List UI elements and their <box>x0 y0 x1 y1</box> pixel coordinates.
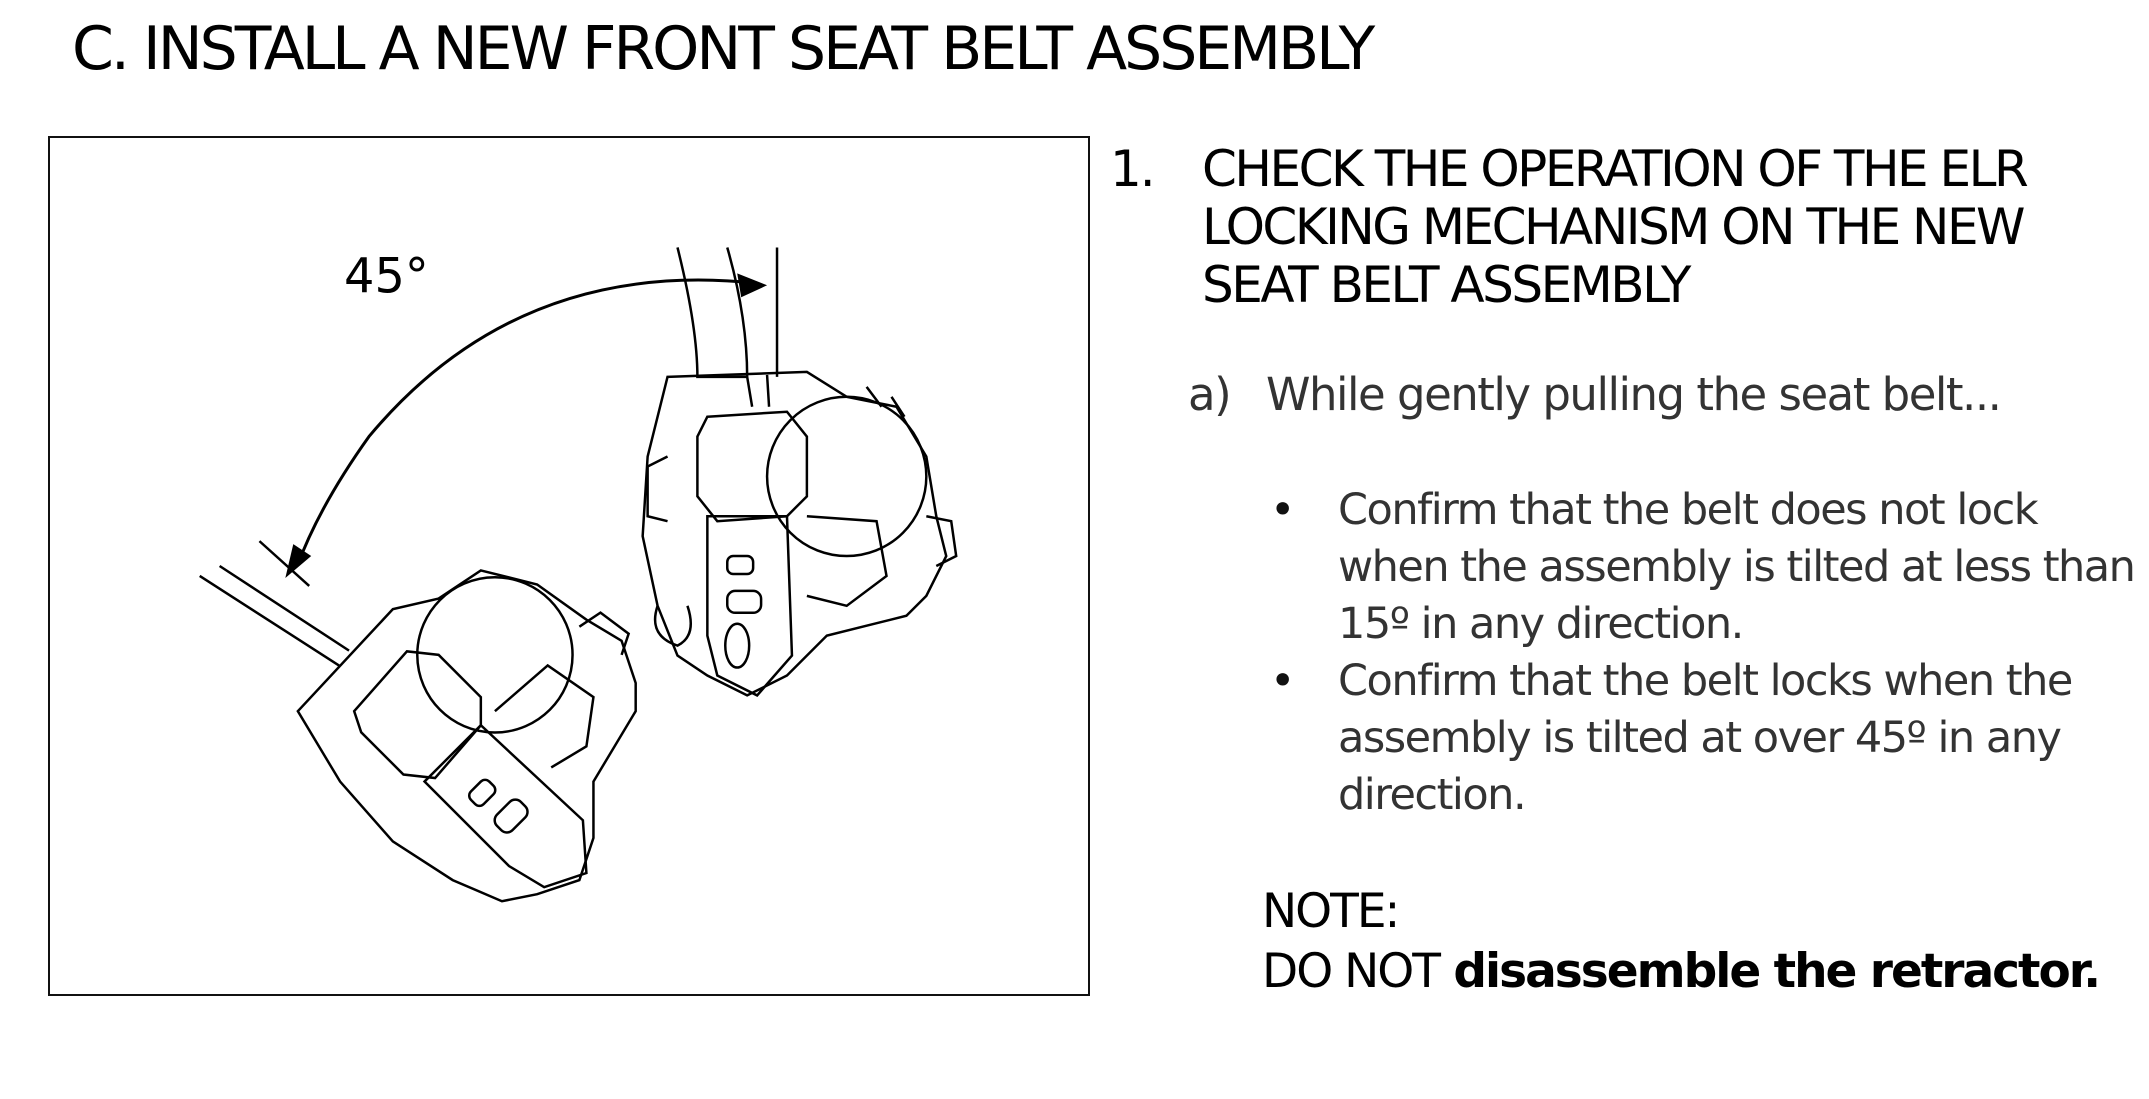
substep-text: While gently pulling the seat belt... <box>1266 368 2002 421</box>
list-item: • Confirm that the belt does not lock wh… <box>1262 482 2142 653</box>
upright-belt-webbing <box>676 247 749 379</box>
list-item-text: Confirm that the belt locks when the ass… <box>1338 656 2073 820</box>
check-list: • Confirm that the belt does not lock wh… <box>1262 482 2142 824</box>
upright-retractor <box>641 370 958 697</box>
substep-marker: a) <box>1188 368 1232 421</box>
tilted-belt-webbing <box>199 564 350 667</box>
angle-label: 45° <box>344 249 429 304</box>
note-prefix: DO NOT <box>1262 944 1441 999</box>
tilted-retractor <box>296 569 637 903</box>
arc-arrowhead-bottom <box>285 544 312 578</box>
note-block: NOTE: DO NOT disassemble the retractor. <box>1262 882 2101 1002</box>
note-body: disassemble the retractor. <box>1439 944 2101 999</box>
list-item: • Confirm that the belt locks when the a… <box>1262 653 2142 824</box>
tilt-angle-arc <box>295 278 758 567</box>
tilted-reference-line <box>258 540 311 587</box>
list-item-text: Confirm that the belt does not lock when… <box>1338 485 2136 649</box>
retractor-drawing: 45° <box>199 247 958 903</box>
note-text: DO NOT disassemble the retractor. <box>1262 942 2101 1002</box>
seat-belt-retractor-illustration: 45° <box>48 136 1090 996</box>
step-heading: CHECK THE OPERATION OF THE ELR LOCKING M… <box>1202 140 2029 314</box>
page-title: C. INSTALL A NEW FRONT SEAT BELT ASSEMBL… <box>72 14 1375 84</box>
bullet-icon: • <box>1270 656 1295 706</box>
arc-arrowhead-top <box>737 273 768 298</box>
note-label: NOTE: <box>1262 884 1400 939</box>
bullet-icon: • <box>1270 485 1295 535</box>
substep-a: a) While gently pulling the seat belt... <box>1188 368 2002 421</box>
step-number: 1. <box>1110 140 1156 198</box>
